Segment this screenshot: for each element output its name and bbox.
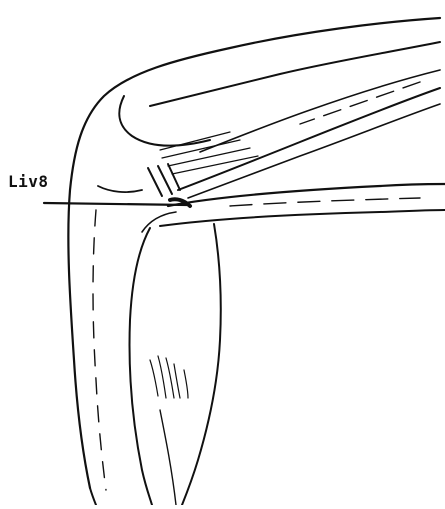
- calf-outer-curve: [182, 224, 221, 505]
- popliteal-crease-curve: [119, 96, 210, 146]
- hamstring-tendon-1: [178, 88, 440, 190]
- thigh-inner-band: [200, 70, 440, 152]
- leg-dashed-contour: [93, 210, 106, 490]
- crease-small-curve: [98, 186, 142, 192]
- calf-inner-line: [142, 212, 176, 232]
- lower-tendon-band-bottom: [160, 210, 445, 226]
- crease-tick-marks: [148, 164, 180, 196]
- lower-tendon-dash: [230, 198, 420, 206]
- label-pointer-line: [44, 203, 188, 205]
- tendon-hatch-1: [160, 132, 258, 174]
- thigh-upper-band: [150, 42, 440, 106]
- calf-muscle-hatching: [150, 356, 188, 398]
- outer-knee-contour: [68, 18, 440, 488]
- calf-lower-line: [160, 410, 176, 505]
- calf-inner-curve: [130, 228, 153, 505]
- outer-knee-contour-lower: [90, 488, 96, 505]
- acupoint-label: Liv8: [8, 173, 49, 191]
- lower-tendon-band-top: [168, 184, 445, 206]
